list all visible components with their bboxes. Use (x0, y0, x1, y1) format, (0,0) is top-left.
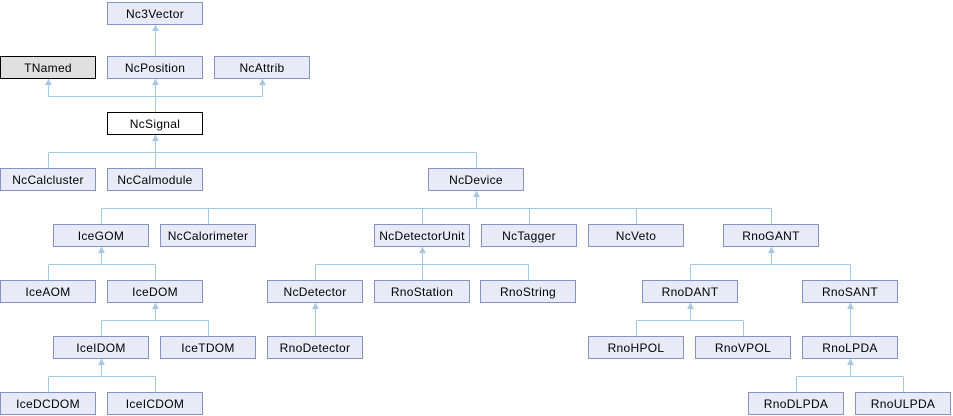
class-node-NcVeto[interactable]: NcVeto (588, 224, 684, 247)
inheritance-edge (48, 359, 156, 392)
edge-arrowhead-icon (152, 135, 159, 141)
inheritance-edge (48, 135, 477, 168)
class-node-label: RnoGANT (742, 228, 800, 243)
class-node-NcAttrib[interactable]: NcAttrib (214, 56, 310, 79)
class-node-label: RnoHPOL (607, 340, 665, 355)
class-node-label: IceICDOM (125, 396, 185, 411)
inheritance-edge (101, 191, 772, 224)
class-node-label: NcCalcluster (12, 172, 84, 187)
class-node-label: IceGOM (77, 228, 125, 243)
class-node-label: NcDetectorUnit (379, 228, 465, 243)
class-node-label: NcCalmodule (117, 172, 193, 187)
class-node-RnoString[interactable]: RnoString (480, 280, 576, 303)
class-node-label: RnoStation (390, 284, 454, 299)
inheritance-edge (796, 359, 904, 392)
class-node-label: NcAttrib (239, 60, 285, 75)
edge-arrowhead-icon (45, 79, 52, 85)
inheritance-edge (152, 25, 159, 56)
class-node-RnoLPDA[interactable]: RnoLPDA (802, 336, 898, 359)
class-node-NcTagger[interactable]: NcTagger (481, 224, 577, 247)
edge-arrowhead-icon (847, 303, 854, 309)
class-node-IceTDOM[interactable]: IceTDOM (160, 336, 256, 359)
class-node-RnoSANT[interactable]: RnoSANT (802, 280, 898, 303)
class-node-TNamed: TNamed (0, 56, 96, 79)
class-node-IceAOM[interactable]: IceAOM (0, 280, 96, 303)
edge-arrowhead-icon (768, 247, 775, 253)
edge-arrowhead-icon (98, 247, 105, 253)
class-node-RnoDetector[interactable]: RnoDetector (267, 336, 363, 359)
inheritance-edge (690, 247, 851, 280)
class-node-label: Nc3Vector (125, 6, 185, 21)
edge-arrowhead-icon (152, 303, 159, 309)
class-node-label: NcVeto (615, 228, 657, 243)
class-node-label: RnoVPOL (714, 340, 772, 355)
class-node-label: RnoDetector (279, 340, 351, 355)
class-node-RnoGANT[interactable]: RnoGANT (723, 224, 819, 247)
class-node-label: TNamed (24, 60, 72, 75)
class-node-label: IceDCDOM (16, 396, 80, 411)
class-node-NcDetectorUnit[interactable]: NcDetectorUnit (374, 224, 470, 247)
class-node-RnoDLPDA[interactable]: RnoDLPDA (748, 392, 844, 415)
class-node-NcDevice[interactable]: NcDevice (428, 168, 524, 191)
class-node-label: NcDetector (283, 284, 347, 299)
inheritance-edge (45, 79, 266, 112)
class-node-IceIDOM[interactable]: IceIDOM (53, 336, 149, 359)
class-node-label: NcSignal (129, 116, 181, 131)
class-node-NcPosition[interactable]: NcPosition (107, 56, 203, 79)
class-node-RnoULPDA[interactable]: RnoULPDA (855, 392, 951, 415)
class-node-label: NcDevice (449, 172, 503, 187)
inheritance-edge (315, 247, 529, 280)
class-node-NcCalmodule[interactable]: NcCalmodule (107, 168, 203, 191)
edge-arrowhead-icon (847, 359, 854, 365)
inheritance-edge (48, 247, 156, 280)
class-node-IceDOM[interactable]: IceDOM (107, 280, 203, 303)
class-node-IceDCDOM[interactable]: IceDCDOM (0, 392, 96, 415)
class-node-IceICDOM[interactable]: IceICDOM (107, 392, 203, 415)
class-node-label: NcTagger (502, 228, 556, 243)
class-node-label: IceTDOM (181, 340, 235, 355)
class-node-label: NcCalorimeter (167, 228, 249, 243)
edge-arrowhead-icon (152, 25, 159, 31)
class-node-IceGOM[interactable]: IceGOM (53, 224, 149, 247)
class-node-label: RnoString (499, 284, 557, 299)
class-node-label: RnoLPDA (822, 340, 878, 355)
edge-arrowhead-icon (259, 79, 266, 85)
edge-arrowhead-icon (98, 359, 105, 365)
class-node-NcDetector[interactable]: NcDetector (267, 280, 363, 303)
class-node-label: IceDOM (132, 284, 178, 299)
edge-arrowhead-icon (312, 303, 319, 309)
inheritance-edge (312, 303, 319, 336)
class-node-NcSignal: NcSignal (107, 112, 203, 135)
class-node-label: RnoDLPDA (763, 396, 829, 411)
class-node-RnoVPOL[interactable]: RnoVPOL (695, 336, 791, 359)
class-node-RnoStation[interactable]: RnoStation (374, 280, 470, 303)
class-node-label: IceAOM (25, 284, 71, 299)
inheritance-edge (847, 303, 854, 336)
class-node-label: RnoULPDA (870, 396, 936, 411)
edge-arrowhead-icon (687, 303, 694, 309)
class-node-label: RnoDANT (661, 284, 719, 299)
class-node-RnoDANT[interactable]: RnoDANT (642, 280, 738, 303)
class-node-label: IceIDOM (76, 340, 126, 355)
class-node-Nc3Vector[interactable]: Nc3Vector (107, 2, 203, 25)
edge-arrowhead-icon (419, 247, 426, 253)
class-node-label: NcPosition (124, 60, 186, 75)
class-node-RnoHPOL[interactable]: RnoHPOL (588, 336, 684, 359)
class-node-label: RnoSANT (821, 284, 879, 299)
inheritance-edge (101, 303, 209, 336)
class-node-NcCalorimeter[interactable]: NcCalorimeter (160, 224, 256, 247)
edge-arrowhead-icon (152, 79, 159, 85)
class-node-NcCalcluster[interactable]: NcCalcluster (0, 168, 96, 191)
inheritance-edge (636, 303, 744, 336)
edge-arrowhead-icon (473, 191, 480, 197)
